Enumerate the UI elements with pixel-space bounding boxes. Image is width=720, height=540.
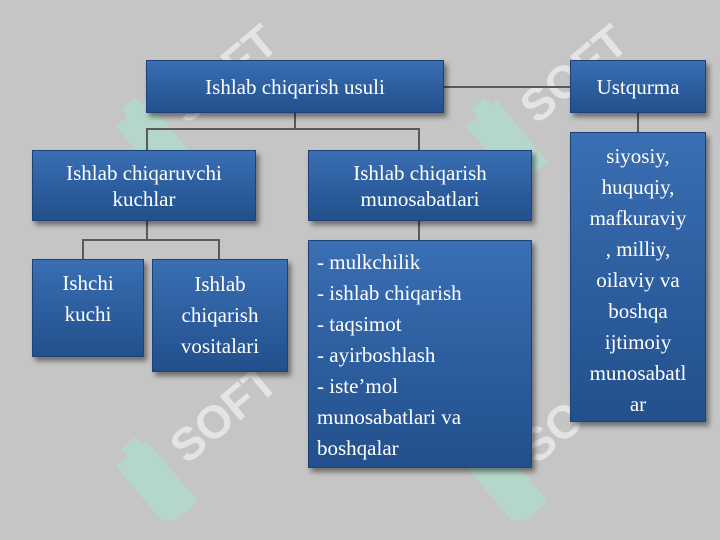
superstructure-box: Ustqurma [570, 60, 706, 113]
labor-force-box: Ishchi kuchi [32, 259, 144, 357]
connector-forces-left [82, 239, 84, 259]
connector-relations-down [418, 221, 420, 240]
superstructure-list-box: siyosiy, huquqiy, mafkuraviy , milliy, o… [570, 132, 706, 422]
means-of-production-label: Ishlab chiqarish vositalari [180, 272, 260, 358]
relations-list-box: - mulkchilik - ishlab chiqarish - taqsim… [308, 240, 532, 468]
superstructure-label: Ustqurma [596, 74, 680, 99]
connector-forces-down [146, 221, 148, 240]
connector-top-to-superstructure [444, 86, 570, 88]
connector-branch-right [418, 128, 420, 150]
watermark-logo: SOFT [90, 340, 290, 520]
superstructure-list-text: siyosiy, huquqiy, mafkuraviy , milliy, o… [589, 144, 687, 416]
connector-forces-right [218, 239, 220, 259]
relations-of-production-box: Ishlab chiqarish munosabatlari [308, 150, 532, 221]
connector-superstructure-down [637, 113, 639, 132]
productive-forces-label: Ishlab chiqaruvchi kuchlar [66, 160, 222, 211]
productive-forces-box: Ishlab chiqaruvchi kuchlar [32, 150, 256, 221]
connector-branch-horizontal [146, 128, 420, 130]
mode-of-production-label: Ishlab chiqarish usuli [205, 74, 385, 99]
means-of-production-box: Ishlab chiqarish vositalari [152, 259, 288, 372]
connector-top-down [294, 113, 296, 129]
connector-forces-horizontal [82, 239, 220, 241]
labor-force-label: Ishchi kuchi [62, 271, 114, 326]
connector-branch-left [146, 128, 148, 150]
relations-of-production-label: Ishlab chiqarish munosabatlari [353, 160, 487, 211]
mode-of-production-box: Ishlab chiqarish usuli [146, 60, 444, 113]
relations-list-text: - mulkchilik - ishlab chiqarish - taqsim… [317, 250, 462, 460]
